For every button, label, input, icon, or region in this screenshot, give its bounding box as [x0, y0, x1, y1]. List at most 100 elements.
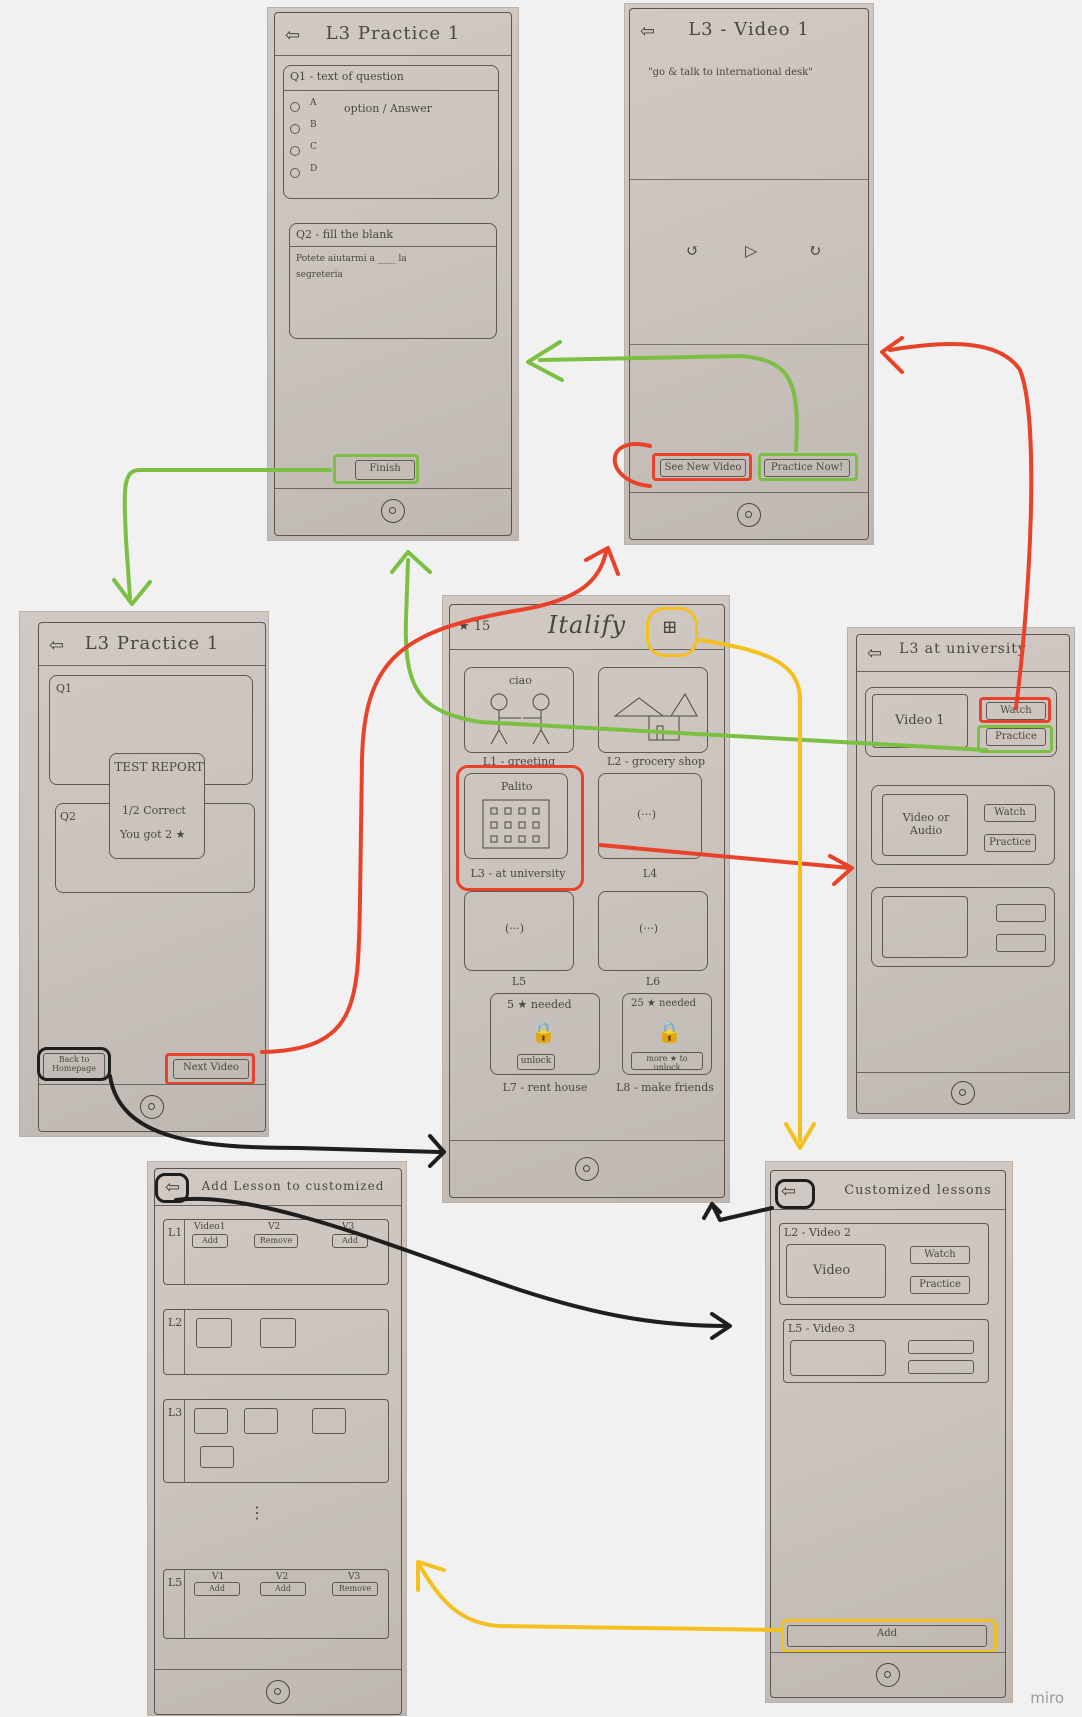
- watch-button[interactable]: Watch: [910, 1246, 970, 1264]
- home-button-icon[interactable]: [876, 1663, 900, 1687]
- add-button[interactable]: Add: [192, 1234, 228, 1248]
- radio-option-d[interactable]: [290, 168, 300, 178]
- video-slot[interactable]: [200, 1446, 234, 1468]
- screen-title: L3 Practice 1: [84, 633, 220, 654]
- next-video-button[interactable]: Next Video: [173, 1059, 249, 1079]
- lock-icon: 🔒: [531, 1020, 556, 1044]
- item-video-thumb[interactable]: [790, 1340, 886, 1376]
- question-2-card: Q2 - fill the blank Potete aiutarmi a __…: [289, 223, 497, 339]
- back-arrow-icon[interactable]: ⇦: [49, 635, 65, 656]
- practice-highlight: [977, 725, 1053, 753]
- practice-button[interactable]: Practice: [986, 728, 1046, 746]
- arrow-l3-to-university: [598, 843, 854, 886]
- back-arrow-icon[interactable]: ⇦: [285, 25, 301, 46]
- speech-bubble: ciao: [509, 674, 532, 687]
- practice-now-button[interactable]: Practice Now!: [764, 459, 850, 477]
- forward-icon[interactable]: ↻: [808, 241, 822, 260]
- remove-button[interactable]: Remove: [254, 1234, 298, 1248]
- placeholder-button: [996, 904, 1046, 922]
- greeting-people-icon: [490, 693, 550, 745]
- sketch-report-screen: ⇦ L3 Practice 1 Q1 Q2 TEST REPORT 1/2 Co…: [20, 612, 268, 1136]
- video-slot[interactable]: [194, 1408, 228, 1434]
- back-arrow-icon[interactable]: ⇦: [640, 21, 656, 42]
- phone-frame: ★ 15 Italify ⊞ ciao L1 - greeting: [449, 604, 725, 1198]
- video-audio-card: Video or Audio Watch Practice: [871, 785, 1055, 865]
- practice-button-2[interactable]: Practice: [984, 834, 1036, 852]
- screen-header: ⇦ Add Lesson to customized: [155, 1169, 401, 1206]
- see-new-video-highlight: [652, 453, 752, 481]
- q1-label: Q1: [56, 682, 73, 695]
- lesson-label-l2: L2 - grocery shop: [607, 755, 705, 768]
- radio-option-a[interactable]: [290, 102, 300, 112]
- rewind-icon[interactable]: ↺: [686, 241, 700, 260]
- lesson-card-l6[interactable]: (···): [598, 891, 708, 971]
- grocery-shop-icon: [613, 693, 698, 741]
- add-lesson-button[interactable]: Add: [787, 1625, 987, 1647]
- placeholder-button: [908, 1360, 974, 1374]
- lesson-card-l7[interactable]: 5 ★ needed 🔒 unlock: [490, 993, 600, 1075]
- lesson-label-l4: L4: [642, 867, 658, 880]
- item-title: L5 - Video 3: [788, 1322, 855, 1335]
- sketch-university-screen: ⇦ L3 at university Video 1 Watch Practic…: [848, 628, 1074, 1118]
- home-button-icon[interactable]: [381, 499, 405, 523]
- lesson-label-l5: L5: [511, 975, 527, 988]
- finish-button[interactable]: Finish: [355, 460, 415, 480]
- nav-bar: [771, 1652, 1005, 1697]
- lesson-card-l1[interactable]: ciao: [464, 667, 574, 753]
- customized-lessons-icon[interactable]: ⊞: [662, 617, 678, 638]
- arrow-next-video-to-video: [260, 546, 620, 1054]
- question-1-text: Q1 - text of question: [290, 70, 404, 83]
- phone-frame: ⇦ L3 - Video 1 "go & talk to internation…: [629, 8, 869, 540]
- back-arrow-icon[interactable]: ⇦: [165, 1177, 181, 1198]
- unlock-button[interactable]: unlock: [517, 1054, 555, 1070]
- watch-button-2[interactable]: Watch: [984, 804, 1036, 822]
- add-button[interactable]: Add: [194, 1582, 240, 1596]
- play-icon[interactable]: ▷: [745, 241, 758, 260]
- radio-option-b[interactable]: [290, 124, 300, 134]
- test-report-popup: TEST REPORT 1/2 Correct You got 2 ★: [109, 753, 205, 859]
- video-label: V3: [348, 1572, 361, 1582]
- home-button-icon[interactable]: [951, 1081, 975, 1105]
- popup-score: 1/2 Correct: [122, 804, 186, 817]
- lesson-row-l3: L3: [163, 1399, 389, 1483]
- lesson-card-l4[interactable]: (···): [598, 773, 702, 859]
- video-audio-thumbnail[interactable]: Video or Audio: [882, 794, 968, 856]
- phone-frame: ⇦ Customized lessons L2 - Video 2 Video …: [770, 1170, 1006, 1698]
- item-video-thumb[interactable]: Video: [786, 1244, 886, 1298]
- video-slot[interactable]: [312, 1408, 346, 1434]
- row-label: L2: [168, 1316, 183, 1329]
- screen-header: ⇦ L3 - Video 1: [630, 9, 868, 51]
- back-arrow-icon[interactable]: ⇦: [867, 643, 883, 664]
- blank-sentence-line2: segreteria: [296, 270, 343, 280]
- radio-option-c[interactable]: [290, 146, 300, 156]
- blank-sentence-line1: Potete aiutarmi a ____ la: [296, 254, 407, 264]
- screen-header: ⇦ L3 Practice 1: [39, 623, 265, 666]
- add-button[interactable]: Add: [260, 1582, 306, 1596]
- practice-button[interactable]: Practice: [910, 1276, 970, 1294]
- more-stars-button[interactable]: more ★ to unlock: [631, 1052, 703, 1072]
- option-c-label: C: [310, 142, 317, 152]
- home-button-icon[interactable]: [266, 1680, 290, 1704]
- lesson-card-l3[interactable]: Palito: [464, 773, 568, 859]
- phone-frame: ⇦ L3 Practice 1 Q1 Q2 TEST REPORT 1/2 Co…: [37, 622, 266, 1132]
- video-label: V1: [212, 1572, 225, 1582]
- see-new-video-button[interactable]: See New Video: [660, 459, 746, 477]
- video-slot[interactable]: [244, 1408, 278, 1434]
- sketch-practice-screen: ⇦ L3 Practice 1 Q1 - text of question A …: [268, 8, 518, 540]
- brand-watermark: miro: [1030, 1689, 1064, 1707]
- add-button[interactable]: Add: [332, 1234, 368, 1248]
- home-button-icon[interactable]: [140, 1095, 164, 1119]
- arrow-watch-to-video: [880, 336, 1034, 710]
- screen-header: ⇦ L3 at university: [857, 635, 1069, 672]
- phone-frame: ⇦ L3 Practice 1 Q1 - text of question A …: [274, 12, 512, 536]
- home-button-icon[interactable]: [575, 1157, 599, 1181]
- video-slot[interactable]: [260, 1318, 296, 1348]
- lesson-row-l2: L2: [163, 1309, 389, 1375]
- arrow-practice-now-to-practice: [526, 340, 799, 452]
- lesson-card-l5[interactable]: (···): [464, 891, 574, 971]
- video-slot[interactable]: [196, 1318, 232, 1348]
- home-button-icon[interactable]: [737, 503, 761, 527]
- lesson-card-l2[interactable]: [598, 667, 708, 753]
- remove-button[interactable]: Remove: [332, 1582, 378, 1596]
- lesson-card-l8[interactable]: 25 ★ needed 🔒 more ★ to unlock: [622, 993, 712, 1075]
